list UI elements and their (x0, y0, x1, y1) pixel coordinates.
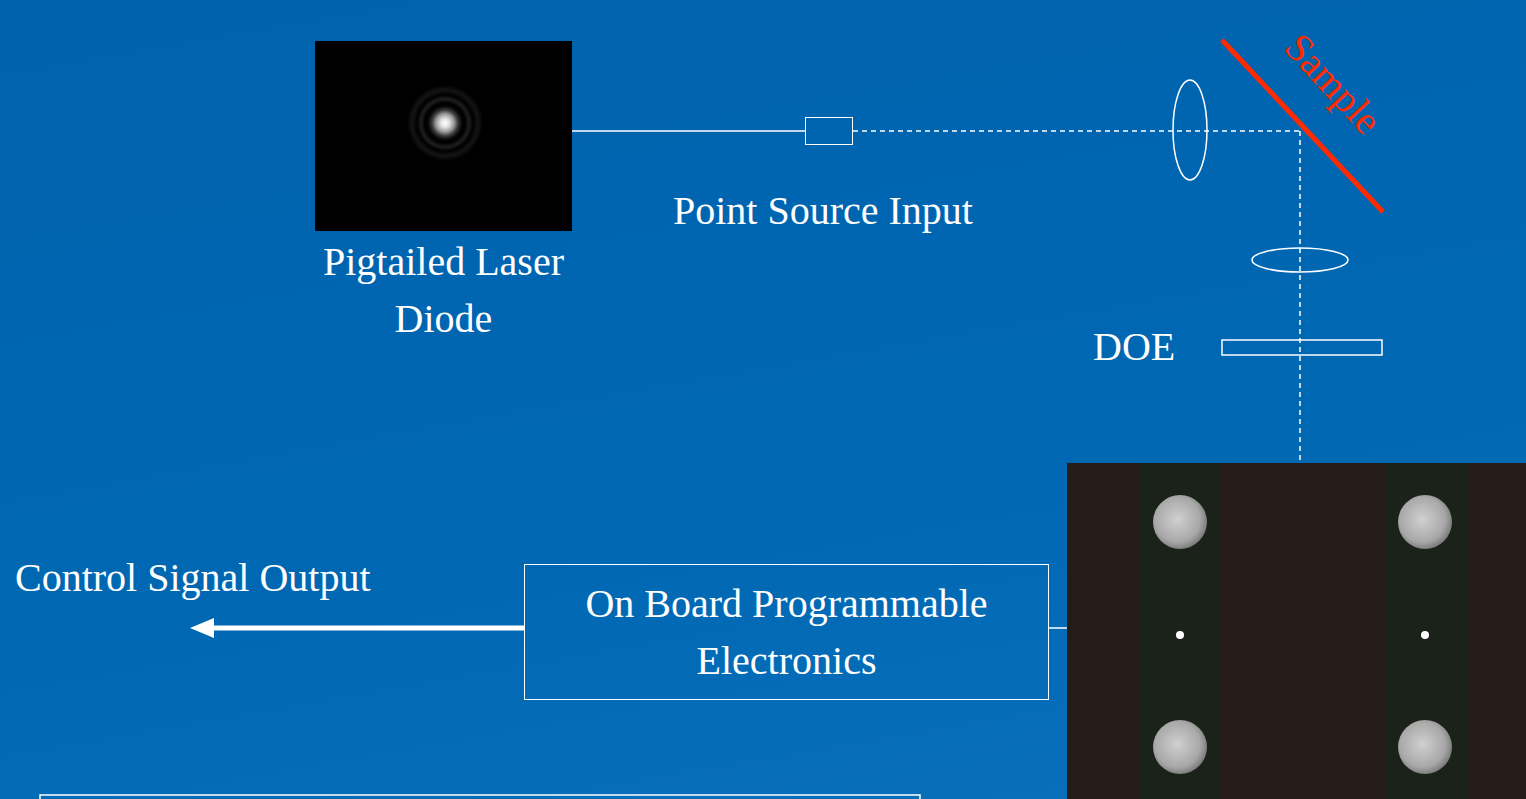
output-arrow (210, 626, 524, 631)
wire (1049, 627, 1067, 629)
sample-label: Sample (1274, 23, 1392, 145)
signal-label: Control Signal Output (15, 553, 371, 603)
spot (1421, 631, 1429, 639)
camera-band (1140, 463, 1220, 799)
lens (1252, 248, 1348, 272)
input-label: Point Source Input (673, 182, 973, 239)
camera-image (1067, 463, 1526, 799)
doe-label: DOE (1093, 322, 1175, 372)
spot (1153, 720, 1207, 774)
box-text: On Board Programmable Electronics (557, 575, 1017, 689)
spot (1176, 631, 1184, 639)
camera-frame (1067, 463, 1526, 799)
spot (1153, 495, 1207, 549)
doe-element (1222, 340, 1382, 355)
lens (1173, 80, 1207, 180)
device-label: Pigtailed Laser Diode (284, 233, 604, 347)
spot (1398, 720, 1452, 774)
fiber-line (572, 130, 805, 132)
fiber-connector: Point Source Input (805, 117, 853, 145)
spot (1398, 495, 1452, 549)
process-box: On Board Programmable Electronics (524, 564, 1049, 700)
arrow-head (190, 618, 214, 638)
laser-image: Pigtailed Laser Diode (315, 41, 572, 231)
beam-path (853, 130, 1300, 132)
beam-path (1299, 131, 1301, 463)
empty-panel (40, 795, 920, 799)
camera-band (1385, 463, 1470, 799)
